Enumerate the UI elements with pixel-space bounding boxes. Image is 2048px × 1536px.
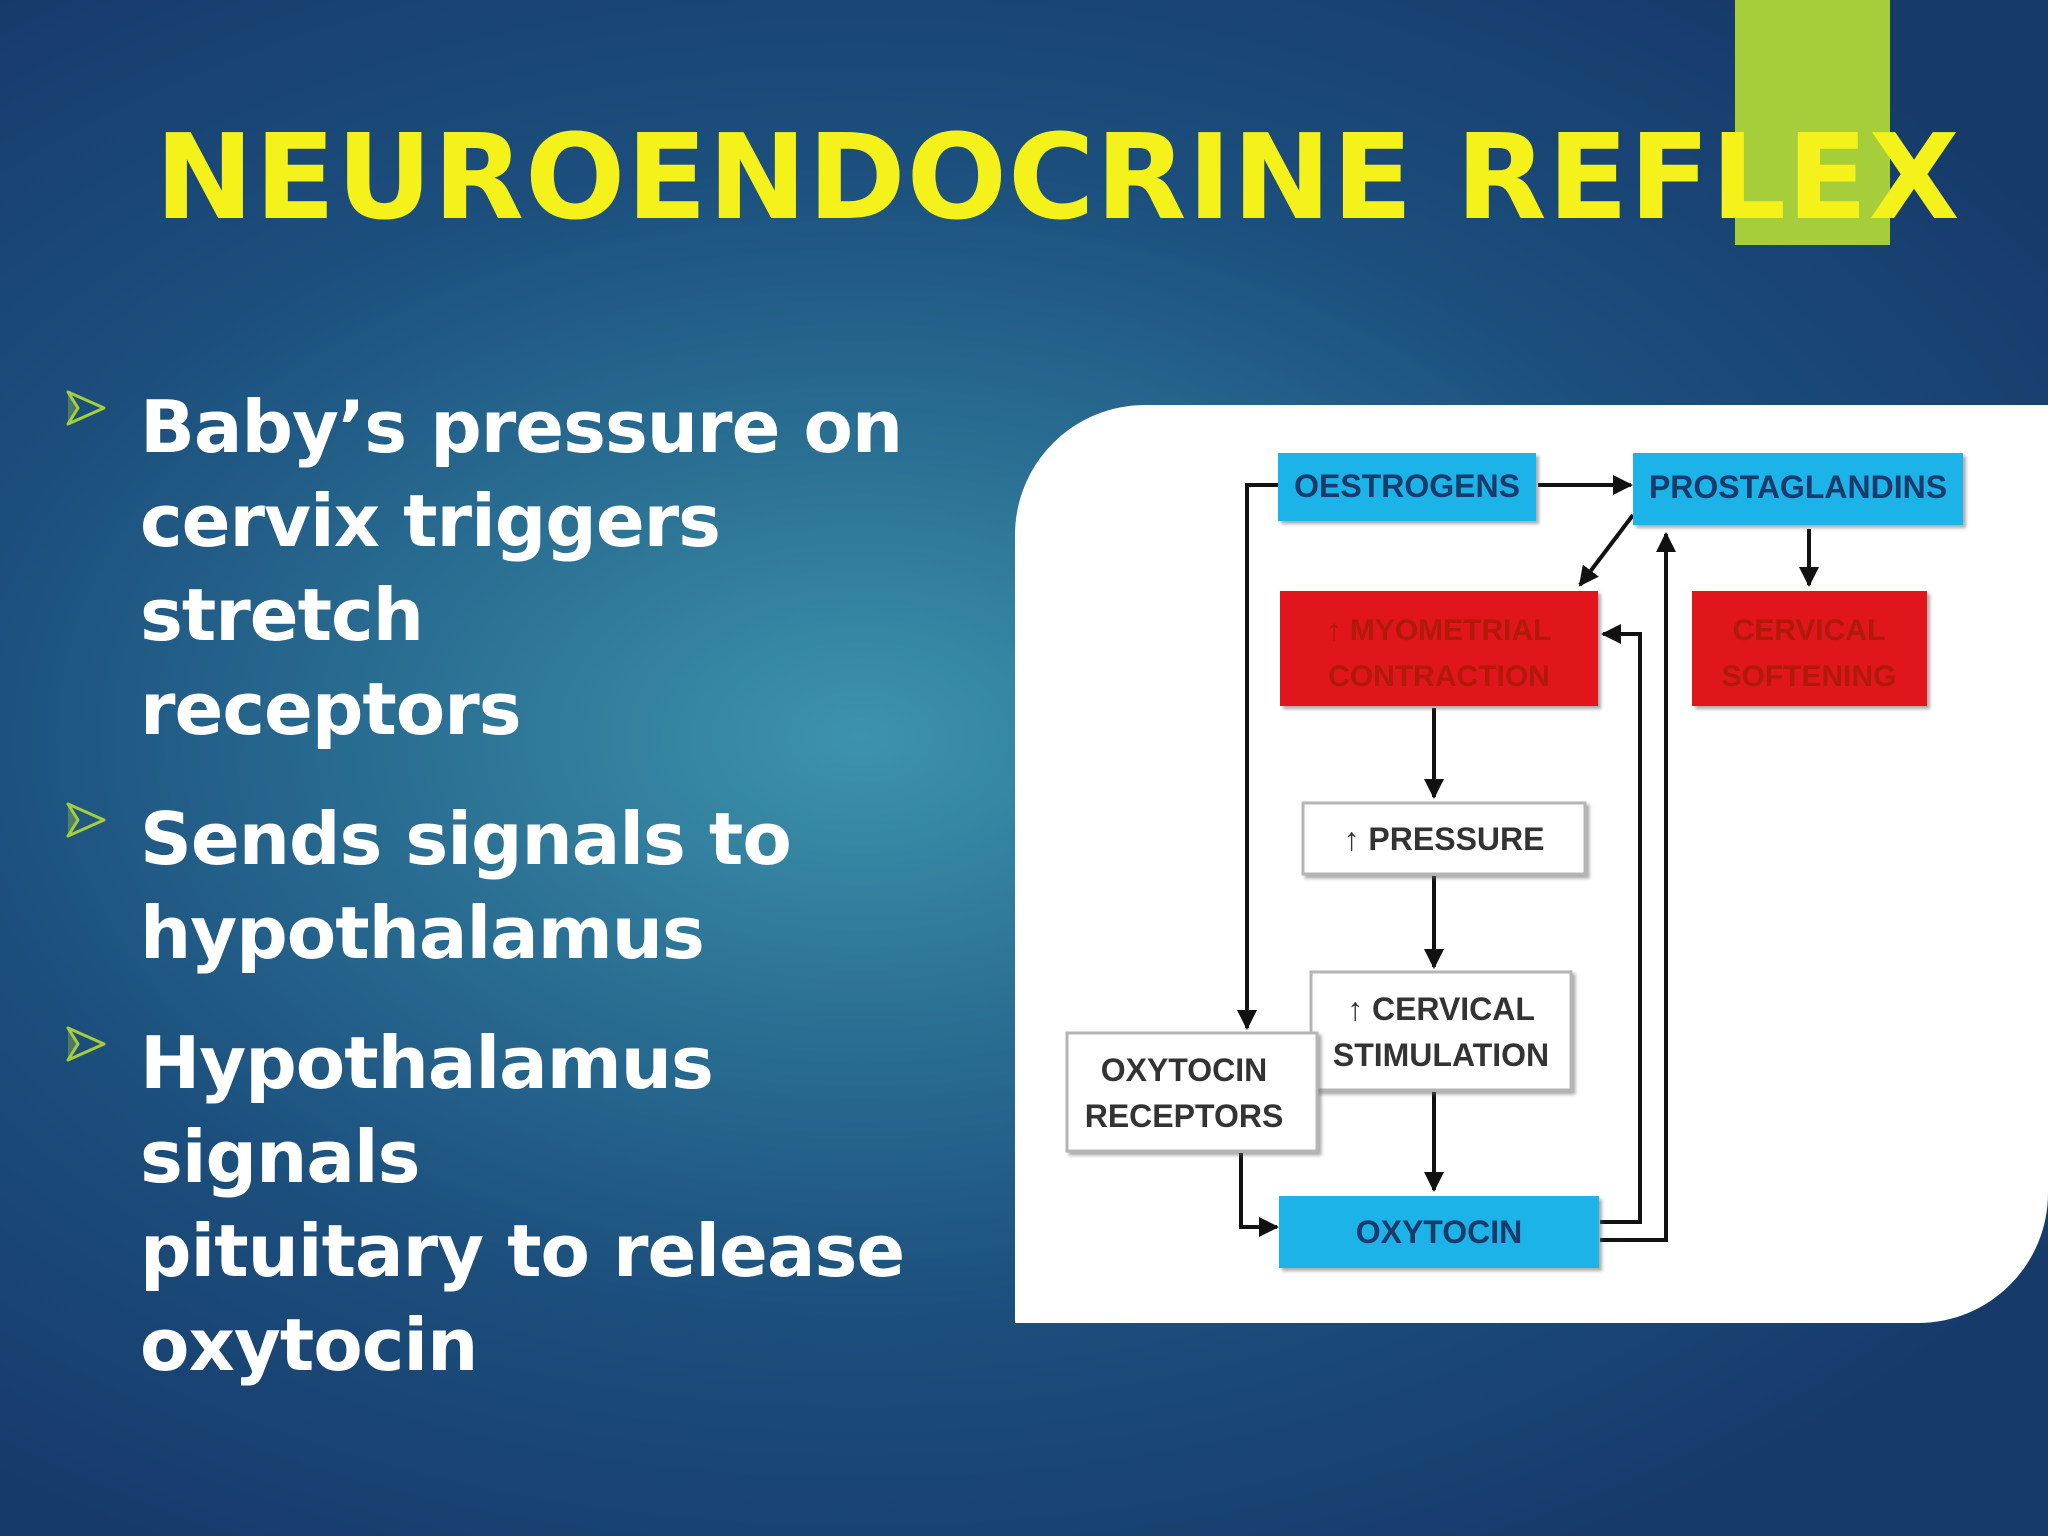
slide-title: NEUROENDOCRINE REFLEX	[155, 108, 1961, 246]
node-label: ↑ MYOMETRIAL	[1327, 614, 1552, 647]
bullet-line: Baby’s pressure on	[140, 385, 903, 469]
bullet-line: Sends signals to	[140, 797, 792, 881]
node-label: CONTRACTION	[1328, 660, 1550, 693]
bullet-list: Baby’s pressure on cervix triggers stret…	[60, 380, 1010, 1428]
node-cervical-softening: CERVICAL SOFTENING	[1692, 591, 1927, 706]
node-label: ↑ PRESSURE	[1344, 821, 1545, 857]
node-box	[1278, 453, 1536, 521]
node-box	[1279, 1196, 1599, 1268]
node-box	[1280, 591, 1598, 706]
node-oxytocin-receptors: OXYTOCIN RECEPTORS	[1065, 1031, 1319, 1153]
bullet-line: oxytocin	[140, 1303, 478, 1387]
node-box	[1065, 1031, 1319, 1153]
node-label: OESTROGENS	[1294, 468, 1520, 504]
node-label: ↑ CERVICAL	[1347, 991, 1535, 1027]
node-label: OXYTOCIN	[1356, 1214, 1523, 1250]
bullet-item: Baby’s pressure on cervix triggers stret…	[60, 380, 1010, 756]
node-cervical-stimulation: ↑ CERVICAL STIMULATION	[1309, 970, 1573, 1092]
bullet-line: cervix triggers stretch	[140, 479, 721, 657]
bullet-line: receptors	[140, 667, 522, 751]
arrow-oxytocin-receptors-to-oxytocin	[1239, 1153, 1279, 1237]
node-prostaglandins: PROSTAGLANDINS	[1633, 453, 1963, 525]
bullet-line: pituitary to release	[140, 1209, 905, 1293]
node-label: SOFTENING	[1721, 660, 1896, 693]
arrowhead-bullet-icon	[66, 390, 106, 426]
node-label: STIMULATION	[1333, 1037, 1549, 1073]
node-oestrogens: OESTROGENS	[1278, 453, 1536, 521]
node-label: OXYTOCIN	[1101, 1052, 1268, 1088]
node-box	[1301, 801, 1587, 876]
connectors	[1237, 475, 1819, 1242]
accent-bar	[1735, 0, 1890, 245]
bullet-line: hypothalamus	[140, 891, 705, 975]
arrow-oxytocin-to-myometrial	[1600, 624, 1642, 1224]
arrow-prostaglandins-to-myometrial	[1578, 513, 1635, 587]
node-oxytocin: OXYTOCIN	[1279, 1196, 1599, 1268]
diagram-panel: OESTROGENS PROSTAGLANDINS OXYTOCIN ↑ MYO…	[1015, 405, 2048, 1323]
node-box	[1309, 970, 1573, 1092]
bullet-item: Sends signals to hypothalamus	[60, 792, 1010, 980]
node-box	[1692, 591, 1927, 706]
arrow-oxytocin-to-prostaglandins	[1600, 532, 1676, 1242]
node-pressure: ↑ PRESSURE	[1301, 801, 1587, 876]
node-label: PROSTAGLANDINS	[1649, 469, 1947, 505]
node-box	[1633, 453, 1963, 525]
flowchart: OESTROGENS PROSTAGLANDINS OXYTOCIN ↑ MYO…	[1065, 453, 1963, 1268]
node-label: CERVICAL	[1733, 614, 1886, 647]
bullet-line: Hypothalamus signals	[140, 1021, 714, 1199]
bullet-item: Hypothalamus signals pituitary to releas…	[60, 1016, 1010, 1392]
arrowhead-bullet-icon	[66, 1026, 106, 1062]
node-label: RECEPTORS	[1085, 1098, 1284, 1134]
arrow-oestrogens-to-oxytocin-receptors	[1237, 483, 1280, 1030]
node-myometrial-contraction: ↑ MYOMETRIAL CONTRACTION	[1280, 591, 1598, 706]
arrowhead-bullet-icon	[66, 802, 106, 838]
